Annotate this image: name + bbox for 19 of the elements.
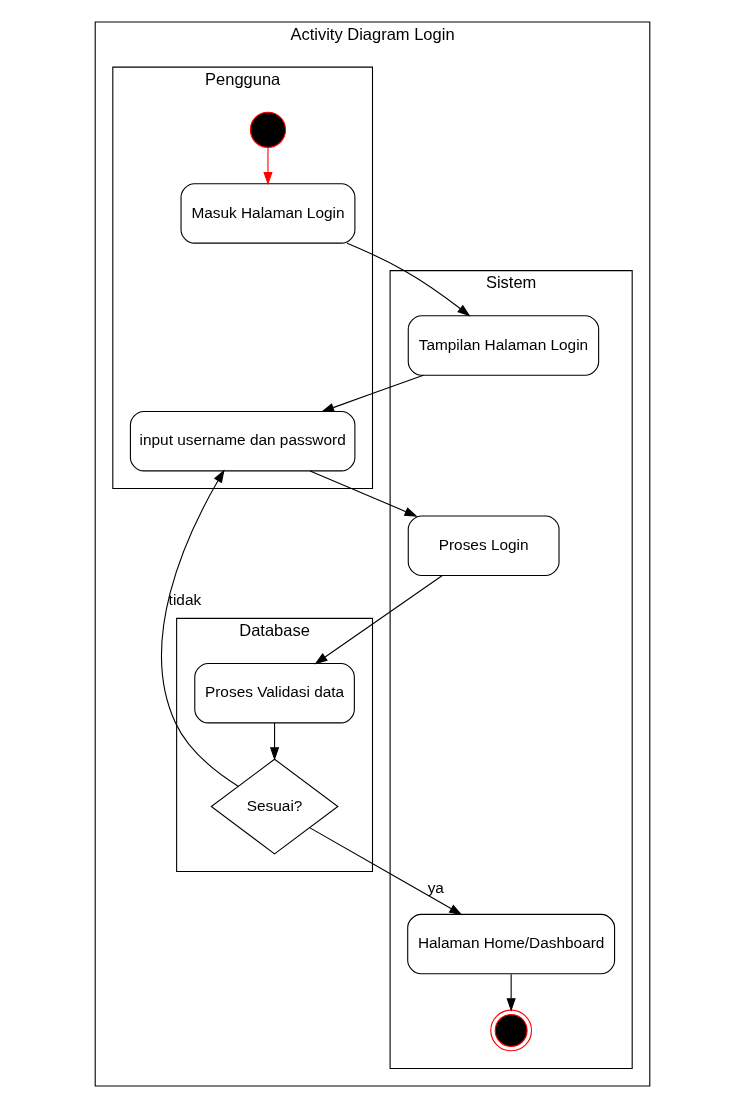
- arrow: [506, 973, 516, 1012]
- node-box: Masuk Halaman Login: [180, 183, 355, 244]
- arrow: [308, 827, 462, 916]
- node-box: Tampilan Halaman Login: [407, 315, 599, 376]
- node-box: Halaman Home/Dashboard: [406, 913, 615, 975]
- arrow: [320, 374, 424, 413]
- node-box: Proses Login: [407, 515, 560, 576]
- edge-label: ya: [427, 878, 444, 896]
- node-circle: [249, 111, 286, 148]
- edge-label: tidak: [168, 591, 201, 609]
- node-diamond: Sesuai?: [209, 758, 339, 855]
- arrow: [262, 147, 273, 186]
- arrow: [269, 722, 279, 761]
- arrow: [313, 575, 443, 665]
- arrow: [346, 242, 470, 317]
- node-box: input username dan password: [129, 410, 355, 472]
- node-bullseye: [489, 1009, 532, 1052]
- arrow: [160, 469, 239, 787]
- node-box: Proses Validasi data: [193, 662, 355, 724]
